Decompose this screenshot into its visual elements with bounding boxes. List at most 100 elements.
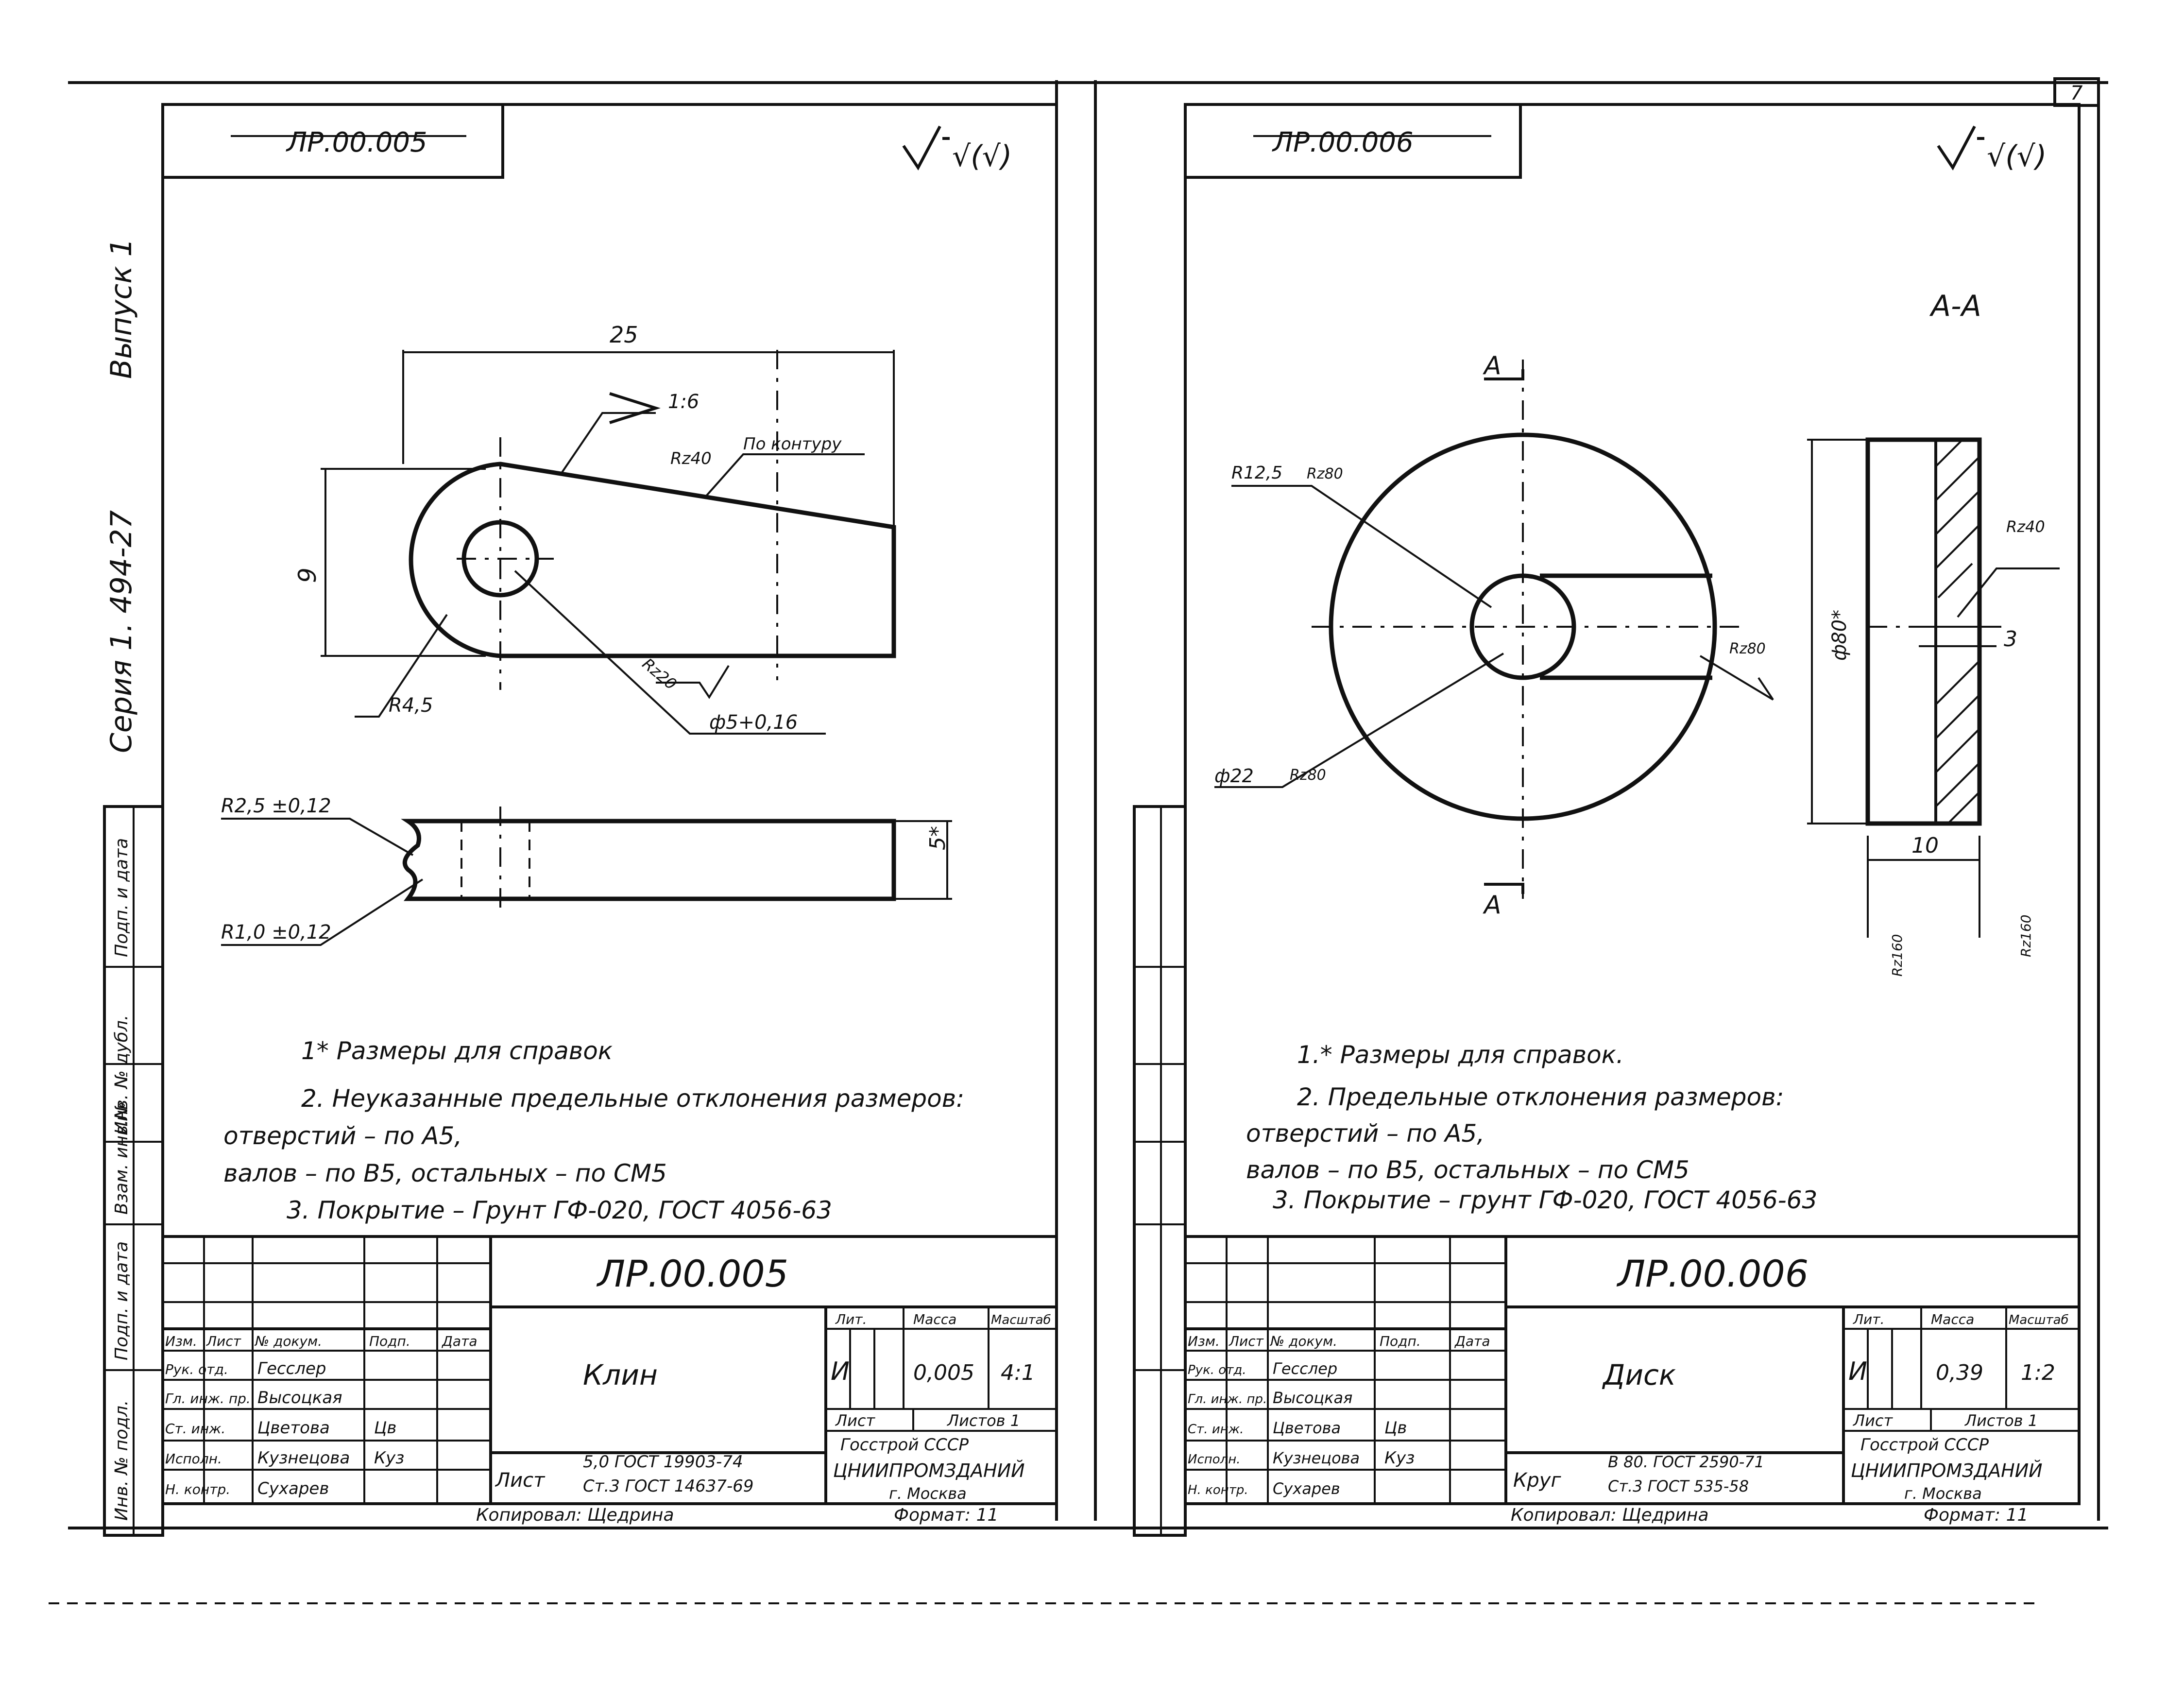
tb2-sign-4: Куз (1384, 1448, 1415, 1468)
dim-hole: ф5+0,16 (709, 711, 798, 734)
side-series: Серия 1. 494-27 (104, 510, 138, 753)
sheet-2-stamp-code: ЛР.00.006 (1272, 127, 1414, 158)
tb2-material-label: Круг (1513, 1469, 1561, 1492)
section-thickness: 10 (1911, 833, 1939, 858)
title-block-1 (161, 1235, 1058, 1505)
disk-radius: R12,5 (1231, 463, 1282, 483)
dim-radius-end: R4,5 (389, 694, 433, 717)
outer-frame (49, 77, 2108, 1604)
sheet-1-roughness-sign: √(√) (952, 139, 1012, 173)
tb2-org-2: ЦНИИПРОМЗДАНИЙ (1851, 1460, 2043, 1481)
tb2-name: Диск (1602, 1358, 1676, 1391)
tb2-role-3: Ст. инж. (1188, 1422, 1244, 1437)
note2-2: 2. Предельные отклонения размеров: (1297, 1083, 1784, 1111)
tb2-scale-value: 1:2 (2021, 1360, 2055, 1385)
title-block-2 (1184, 1235, 2081, 1505)
tb1-role-2: Гл. инж. пр. (165, 1391, 251, 1407)
tb1-role-3: Ст. инж. (165, 1421, 225, 1437)
tb2-person-1: Гесслер (1273, 1359, 1337, 1378)
rough-bore: Rz80 (1729, 640, 1766, 657)
note-3: 3. Покрытие – Грунт ГФ-020, ГОСТ 4056-63 (287, 1196, 832, 1224)
tb2-person-5: Сухарев (1273, 1479, 1340, 1498)
tb2-role-1: Рук. отд. (1188, 1363, 1246, 1377)
tb1-mass-label: Масса (913, 1311, 956, 1327)
tb1-mass-value: 0,005 (913, 1360, 974, 1385)
disk-slot (1540, 573, 1712, 680)
tb1-h-izm: Изм. (165, 1333, 197, 1349)
note2-1: 1.* Размеры для справок. (1297, 1041, 1624, 1069)
tb2-person-4: Кузнецова (1273, 1449, 1360, 1467)
rough-side-1: Rz160 (1889, 934, 1905, 977)
side-issue: Выпуск 1 (104, 238, 138, 379)
tb1-lit-label: Лит. (835, 1311, 867, 1327)
tb1-material-label: Лист (495, 1469, 546, 1492)
tb2-org-3: г. Москва (1904, 1484, 1982, 1503)
side-col-1: Инв. № подл. (112, 1400, 132, 1521)
tb2-sheets-label: Листов 1 (1964, 1411, 2038, 1430)
sheet-2-stamp-box (1184, 103, 1522, 179)
dim-height: 9 (293, 567, 322, 583)
dim-length: 25 (610, 322, 638, 348)
note-1: 1* Размеры для справок (301, 1037, 613, 1065)
tb1-lit-value: И (831, 1357, 850, 1386)
tb2-role-5: Н. контр. (1188, 1483, 1248, 1497)
sheet-1-stamp-box (161, 103, 504, 179)
outer-diam: ф80* (1828, 610, 1851, 661)
dim-taper: 1:6 (668, 391, 699, 413)
notch-r2: R1,0 ±0,12 (221, 921, 331, 944)
tb1-h-sign: Подп. (369, 1333, 410, 1349)
notch-r1: R2,5 ±0,12 (221, 795, 331, 817)
tb2-h-date: Дата (1454, 1333, 1490, 1349)
wedge-side (401, 819, 896, 901)
rough-outer: Rz80 (1307, 465, 1343, 482)
tb2-material-1: В 80. ГОСТ 2590-71 (1608, 1453, 1764, 1471)
tb2-scale-label: Масштаб (2009, 1313, 2069, 1327)
note-2b: валов – по В5, остальных – по СМ5 (223, 1159, 667, 1187)
bore-diam: ф22 (1214, 765, 1254, 787)
tb1-org-1: Госстрой СССР (840, 1435, 969, 1455)
tb1-scale-value: 4:1 (1001, 1360, 1035, 1385)
tb1-material-1: 5,0 ГОСТ 19903-74 (583, 1452, 743, 1472)
tb1-sheet-label: Лист (835, 1411, 875, 1430)
tb2-mass-value: 0,39 (1936, 1360, 1983, 1385)
page-number: 7 (2070, 82, 2083, 104)
tb1-person-1: Гесслер (257, 1359, 326, 1378)
section-outline (1865, 437, 1982, 826)
tb1-designation: ЛР.00.005 (596, 1252, 788, 1295)
tb2-role-4: Исполн. (1188, 1452, 1241, 1467)
rough-side-2: Rz160 (2018, 914, 2034, 957)
tb1-h-doc: № докум. (254, 1333, 322, 1349)
tb2-sign-3: Цв (1384, 1418, 1407, 1438)
sheet-1-format: Формат: 11 (894, 1505, 998, 1525)
note-2: 2. Неуказанные предельные отклонения раз… (301, 1084, 964, 1113)
sheet-2-format: Формат: 11 (1924, 1505, 2028, 1525)
tb1-person-2: Высоцкая (257, 1388, 342, 1408)
tb1-person-4: Кузнецова (257, 1448, 350, 1468)
rough-hole: Rz20 (639, 654, 681, 693)
rough-bore2: Rz80 (1290, 767, 1326, 784)
tb1-person-5: Сухарев (257, 1479, 329, 1498)
tb1-scale-label: Масштаб (991, 1313, 1051, 1327)
wedge-outline (409, 462, 896, 658)
tb1-material-2: Ст.3 ГОСТ 14637-69 (583, 1477, 754, 1496)
note-2a: отверстий – по А5, (223, 1122, 462, 1150)
sheet-2 (1094, 80, 2081, 1537)
tb1-role-1: Рук. отд. (165, 1361, 228, 1377)
roughness-icon (902, 125, 950, 171)
side-col-3: Взам. инв.№ (112, 1101, 132, 1215)
sheet-1-stamp-code: ЛР.00.005 (286, 127, 427, 158)
tb2-material-2: Ст.3 ГОСТ 535-58 (1608, 1477, 1749, 1495)
note2-2a: отверстий – по А5, (1246, 1119, 1484, 1148)
tb1-sheets-label: Листов 1 (947, 1411, 1020, 1430)
tb2-lit-value: И (1848, 1357, 1867, 1386)
tb2-mass-label: Масса (1931, 1311, 1974, 1327)
tb2-sheet-label: Лист (1853, 1411, 1893, 1430)
tb1-person-3: Цветова (257, 1418, 330, 1438)
cut-mark-bottom: А (1483, 891, 1502, 920)
tb1-name: Клин (583, 1358, 658, 1391)
tb1-role-4: Исполн. (165, 1451, 222, 1467)
sheet-2-copied: Копировал: Щедрина (1511, 1505, 1709, 1525)
slot-width: 3 (2004, 627, 2017, 652)
contour-note: По контуру (743, 434, 842, 454)
